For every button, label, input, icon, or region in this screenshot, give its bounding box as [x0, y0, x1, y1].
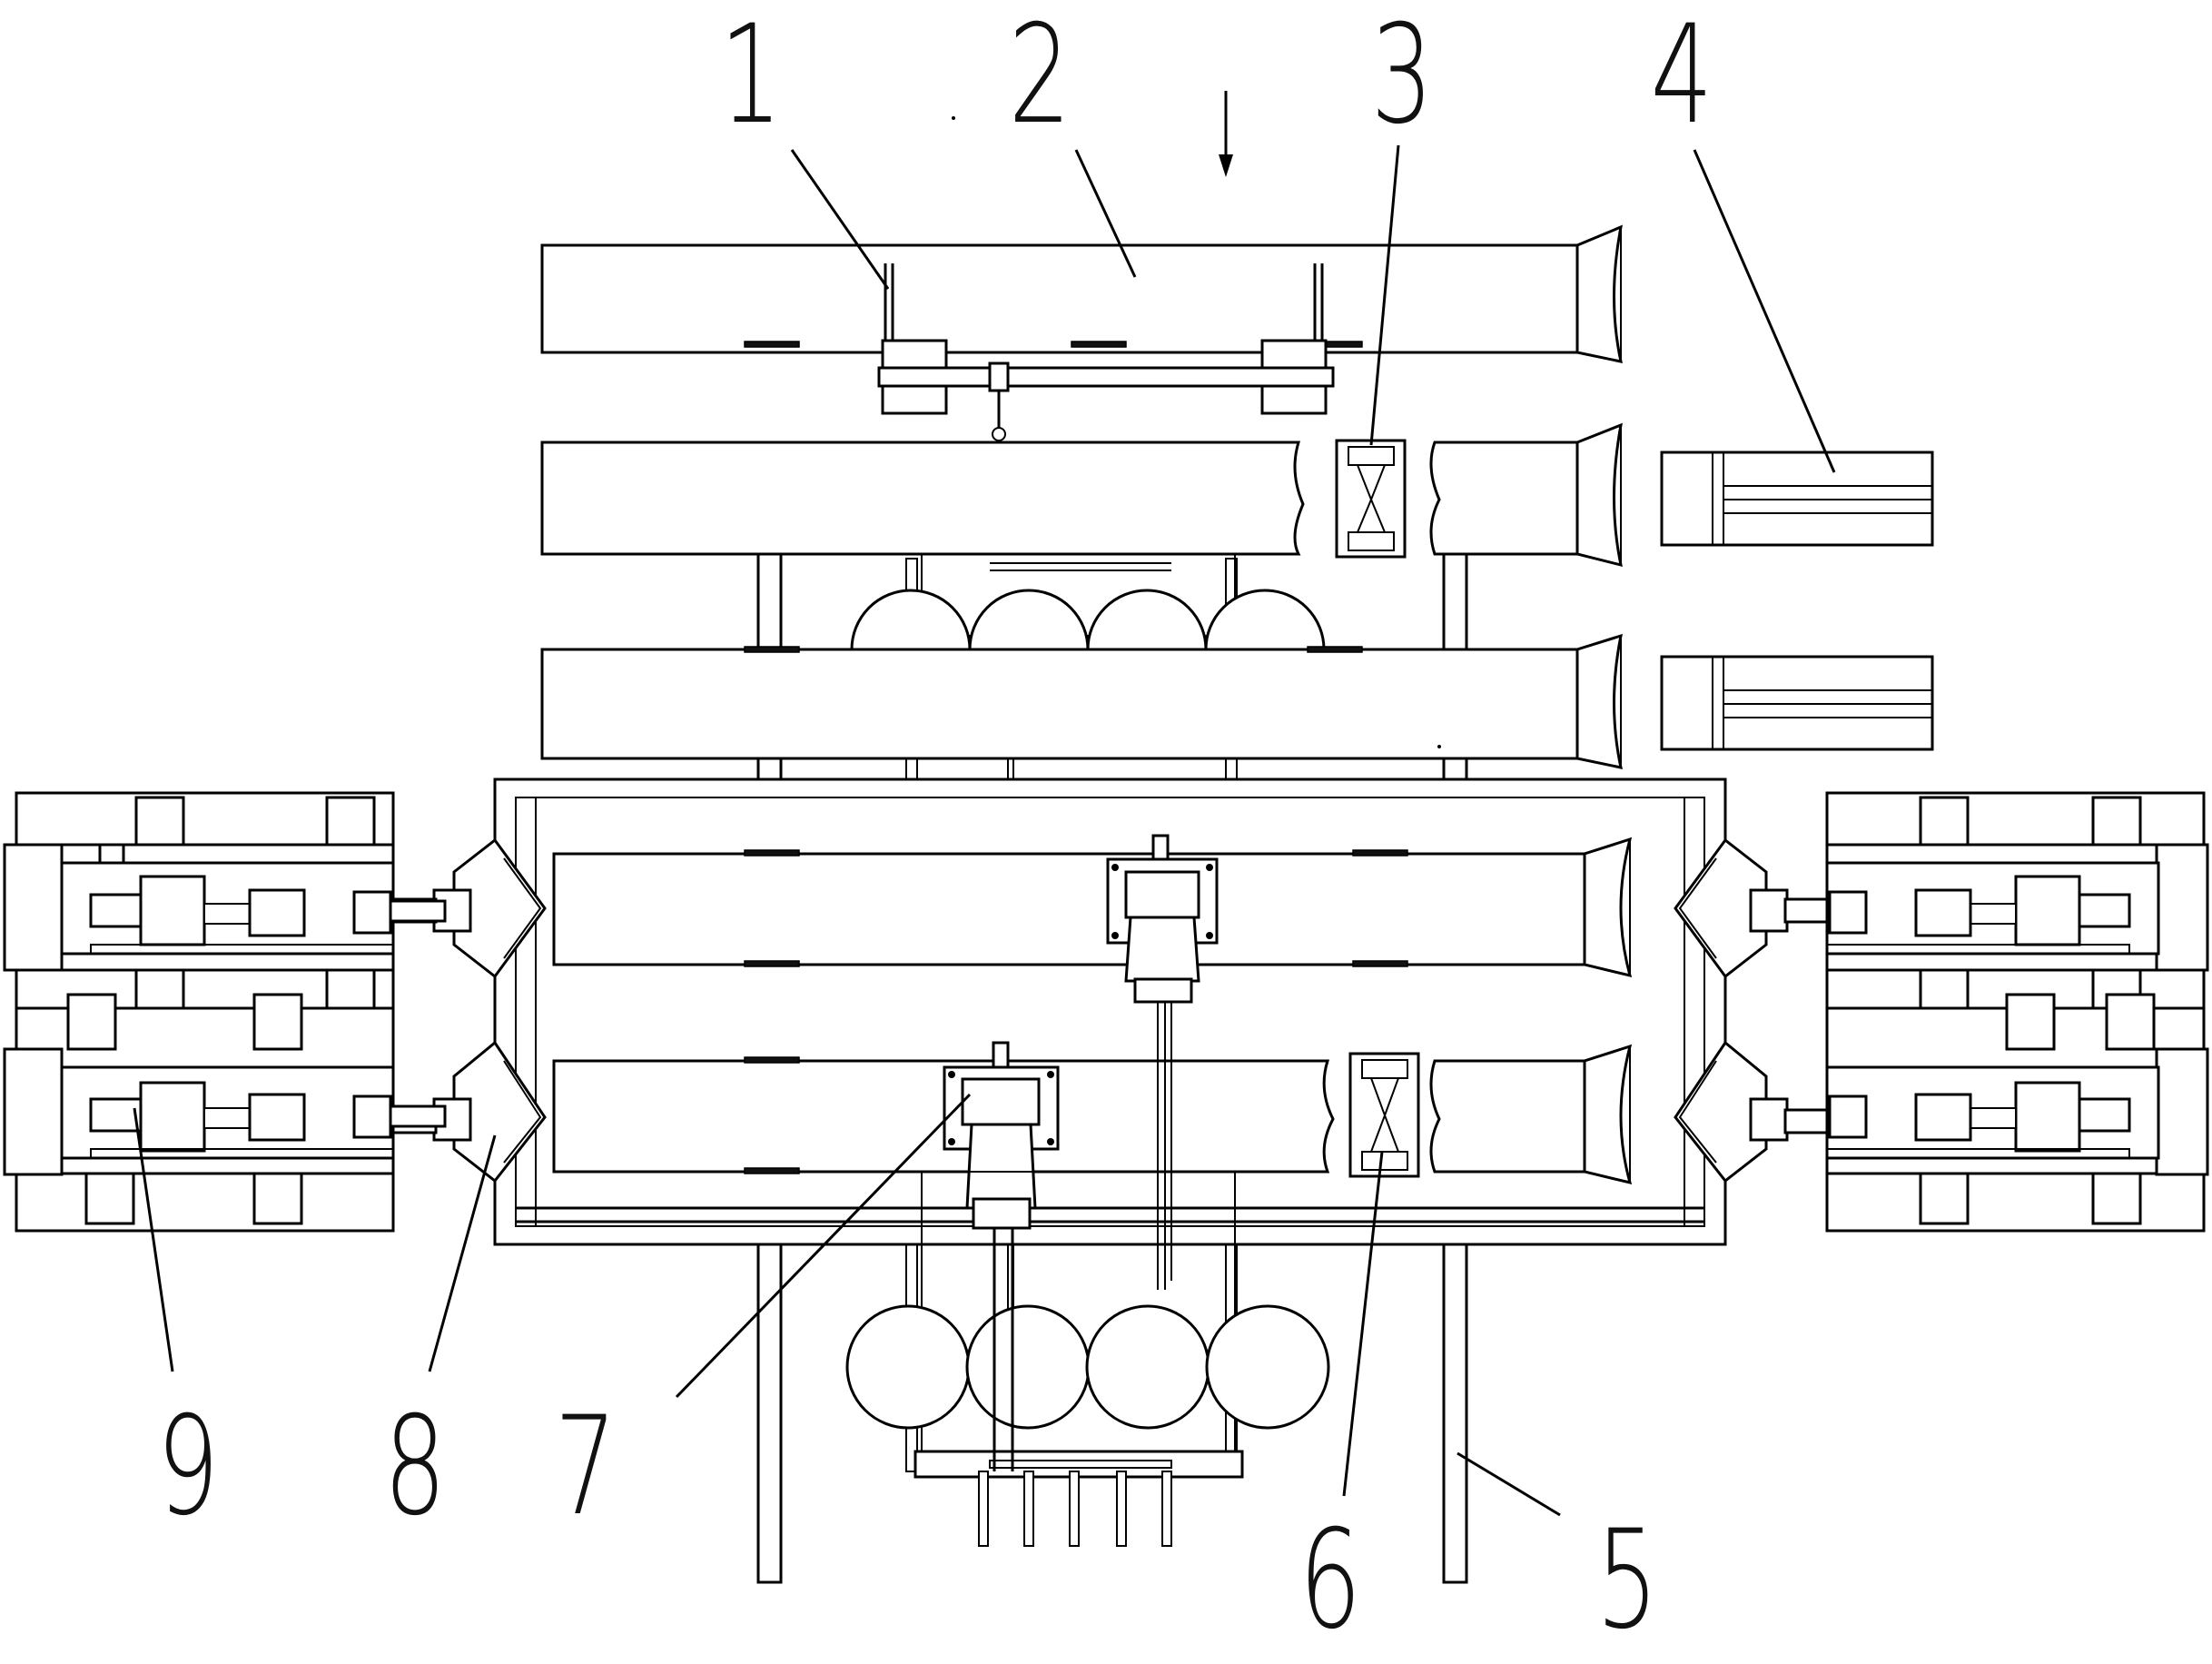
upper-rollers — [850, 589, 1326, 651]
pipe-row-2 — [540, 422, 1623, 568]
clamp-6 — [1348, 1052, 1420, 1178]
right-drive-unit — [1825, 791, 2209, 1233]
label-7: 7 — [554, 1388, 617, 1546]
mechanism-1 — [877, 263, 1335, 441]
motor-7 — [943, 1041, 1060, 1471]
label-5: 5 — [1595, 1501, 1659, 1659]
bottom-prongs — [978, 1471, 1172, 1547]
right-cone-clamps — [1674, 837, 1834, 1184]
label-9: 9 — [156, 1388, 220, 1546]
feed-arrow — [952, 91, 1441, 748]
label-3: 3 — [1370, 0, 1434, 154]
left-drive-unit — [3, 791, 447, 1233]
label-1: 1 — [719, 0, 783, 154]
upper-motor — [1106, 834, 1219, 1290]
pipe-row-5 — [552, 1044, 1633, 1185]
label-2: 2 — [1008, 0, 1071, 154]
pipe-row-1 — [540, 224, 1623, 363]
lower-rollers — [845, 1304, 1330, 1471]
label-8: 8 — [383, 1388, 447, 1546]
label-4: 4 — [1650, 0, 1713, 154]
clamp-3 — [1335, 439, 1407, 559]
part-4-blocks — [1660, 451, 1934, 751]
leader-lines — [133, 144, 1836, 1517]
label-6: 6 — [1299, 1501, 1362, 1659]
pipe-row-3 — [540, 633, 1623, 769]
pipe-row-4 — [552, 837, 1633, 978]
main-chamber-frame — [493, 778, 1727, 1246]
